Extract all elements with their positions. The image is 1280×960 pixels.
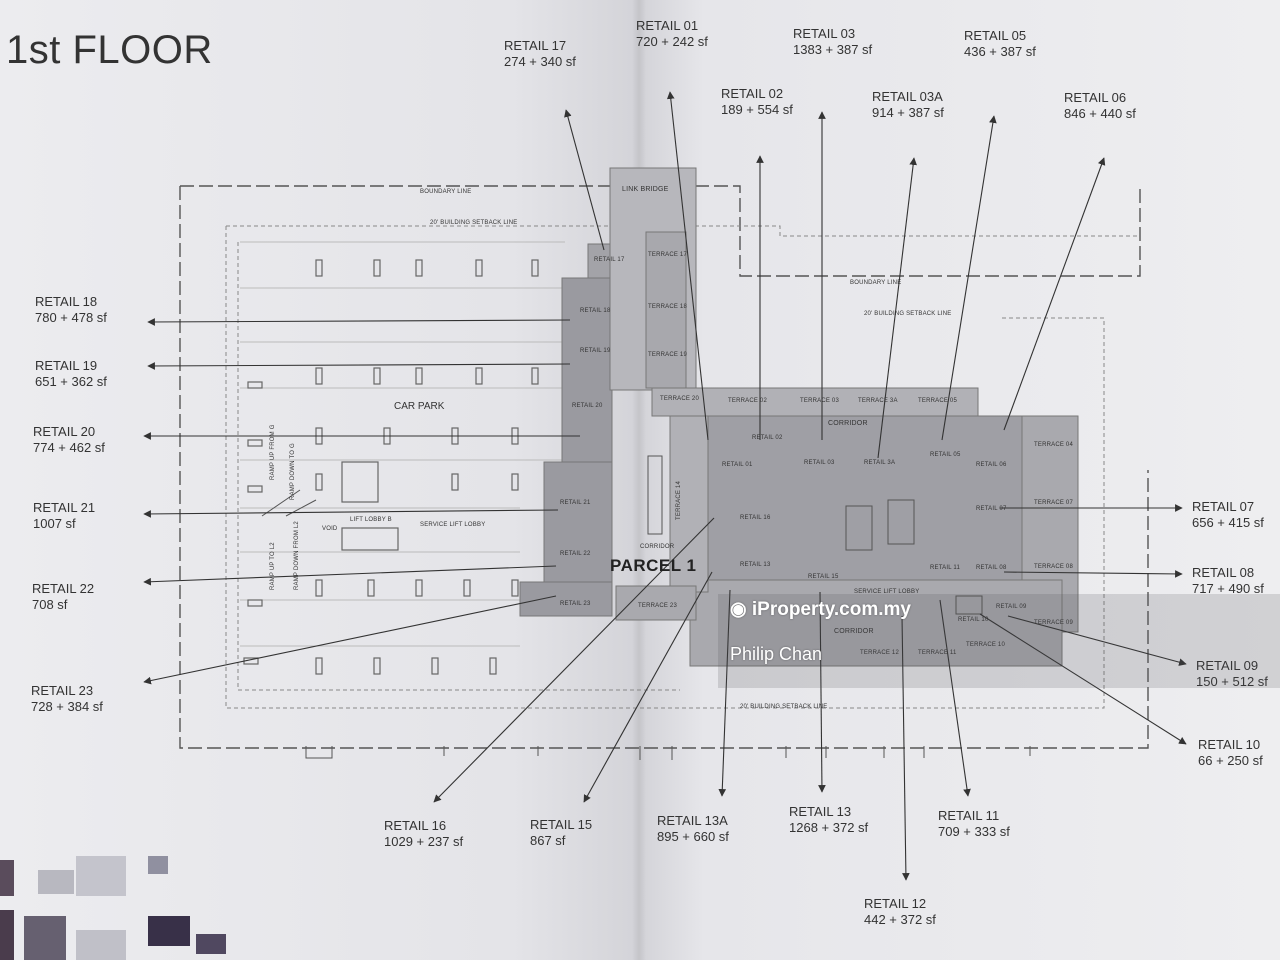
plan-label-terrace-08: TERRACE 08 [1034,564,1074,570]
ramp-up-g-label: RAMP UP FROM G [270,424,276,480]
car-park-label: CAR PARK [394,401,445,412]
setback-label-top: 20' BUILDING SETBACK LINE [430,220,518,226]
void-label: VOID [322,526,338,532]
plan-label-retail-03: RETAIL 03 [804,460,835,466]
parcel-label: PARCEL 1 [610,556,697,575]
car-park-columns [243,259,539,675]
link-bridge-label: LINK BRIDGE [622,186,669,193]
boundary-label-top: BOUNDARY LINE [420,189,472,195]
plan-label-retail-11: RETAIL 11 [930,565,961,571]
plan-label-terrace-14: TERRACE 14 [676,480,682,520]
plan-label-terrace-19: TERRACE 19 [648,352,688,358]
setback-label-bottom: 20' BUILDING SETBACK LINE [740,704,828,710]
plan-label-retail-23: RETAIL 23 [560,601,591,607]
plan-label-terrace-02: TERRACE 02 [728,398,768,404]
plan-label-retail-05: RETAIL 05 [930,452,961,458]
plan-label-retail-3a: RETAIL 3A [864,460,896,466]
retail-blocks [519,167,1079,667]
plan-label-retail-16: RETAIL 16 [740,515,771,521]
car-park-bays [240,241,565,647]
ramp-down-l2-label: RAMP DOWN FROM L2 [294,521,300,590]
plan-label-terrace-23: TERRACE 23 [638,603,678,609]
plan-label-retail-02: RETAIL 02 [752,435,783,441]
plan-label-retail-21: RETAIL 21 [560,500,591,506]
boundary-lines [179,185,1149,749]
watermark-logo-text: iProperty.com.my [751,599,911,620]
plan-label-terrace-18: TERRACE 18 [648,304,688,310]
dimension-marks [305,746,1031,760]
ramp-down-g-label: RAMP DOWN TO G [290,443,296,500]
plan-label-retail-01: RETAIL 01 [722,462,753,468]
watermark-agent-name: Philip Chan [730,644,823,664]
leader-arrows [143,91,1187,881]
plan-label-terrace-04: TERRACE 04 [1034,442,1074,448]
core-fixtures [647,455,983,615]
plan-label-retail-10: RETAIL 10 [958,617,989,623]
corridor-label-bottom: CORRIDOR [834,628,874,635]
plan-label-retail-18: RETAIL 18 [580,308,611,314]
page-title: 1st FLOOR [6,28,213,72]
location-pin-icon: ◉ [730,599,747,620]
plan-label-terrace-09: TERRACE 09 [1034,620,1074,626]
setback-label-right: 20' BUILDING SETBACK LINE [864,311,952,317]
plan-label-retail-13: RETAIL 13 [740,562,771,568]
plan-label-retail-09: RETAIL 09 [996,604,1027,610]
lift-lobby-b-label: LIFT LOBBY B [350,517,392,523]
redacted-block [0,856,226,960]
service-lift-lobby-label-2: SERVICE LIFT LOBBY [854,589,920,595]
plan-label-retail-22: RETAIL 22 [560,551,591,557]
corridor-label-top: CORRIDOR [828,420,868,427]
plan-label-terrace-20: TERRACE 20 [660,396,700,402]
ramp-up-l2-label: RAMP UP TO L2 [270,542,276,590]
plan-label-terrace-17: TERRACE 17 [648,252,688,258]
plan-label-terrace-11: TERRACE 11 [918,650,957,656]
service-lift-lobby-label: SERVICE LIFT LOBBY [420,522,486,528]
plan-label-terrace-3a: TERRACE 3A [858,398,898,404]
plan-label-retail-06: RETAIL 06 [976,462,1007,468]
plan-label-terrace-12: TERRACE 12 [860,650,900,656]
watermark-band [718,594,1280,688]
plan-label-retail-17: RETAIL 17 [594,257,625,263]
plan-label-retail-07: RETAIL 07 [976,506,1007,512]
plan-label-retail-20: RETAIL 20 [572,403,603,409]
ramp-marks [261,489,317,517]
plan-label-terrace-10: TERRACE 10 [966,642,1006,648]
plan-label-terrace-05: TERRACE 05 [918,398,958,404]
watermark-logo: ◉ iProperty.com.my [730,598,911,621]
plan-label-retail-08: RETAIL 08 [976,565,1007,571]
plan-label-terrace-03: TERRACE 03 [800,398,840,404]
plan-label-terrace-07: TERRACE 07 [1034,500,1074,506]
plan-label-retail-15: RETAIL 15 [808,574,839,580]
plan-label-retail-19: RETAIL 19 [580,348,611,354]
corridor-label-mid: CORRIDOR [640,544,675,550]
setback-lines [225,225,1140,709]
boundary-label-right: BOUNDARY LINE [850,280,902,286]
